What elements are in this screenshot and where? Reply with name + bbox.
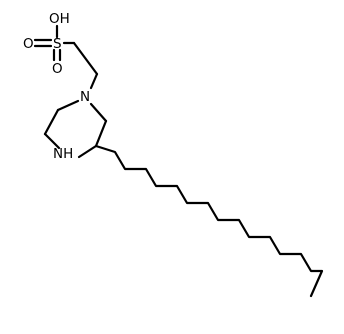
bond-c3-n4 <box>43 132 61 150</box>
atom-labels: OH S O O N NH <box>23 11 90 162</box>
bond-n4-c5 <box>77 144 98 159</box>
atom-label-oxygen-upper: O <box>23 36 34 52</box>
tetradecyl-chain-zigzag <box>94 144 324 298</box>
bond-c2-c3 <box>43 108 60 136</box>
bond-ch2-n <box>89 72 99 90</box>
atom-label-ring-nitrogen: N <box>80 89 90 105</box>
atom-label-oxygen-lower: O <box>52 61 63 77</box>
atom-label-hydroxyl: OH <box>49 11 70 27</box>
piperazine-ring-bonds <box>43 99 108 159</box>
bond-n1-c2 <box>56 99 80 112</box>
bond-c6-n1 <box>89 102 108 123</box>
atom-label-amine: NH <box>53 146 73 162</box>
atom-label-sulfur: S <box>53 36 62 52</box>
ethyl-linker-bonds <box>72 41 99 90</box>
bond-c5-c6 <box>94 119 108 148</box>
bond-ch2-ch2 <box>72 41 99 76</box>
sulfonic-acid-bonds <box>33 24 76 62</box>
